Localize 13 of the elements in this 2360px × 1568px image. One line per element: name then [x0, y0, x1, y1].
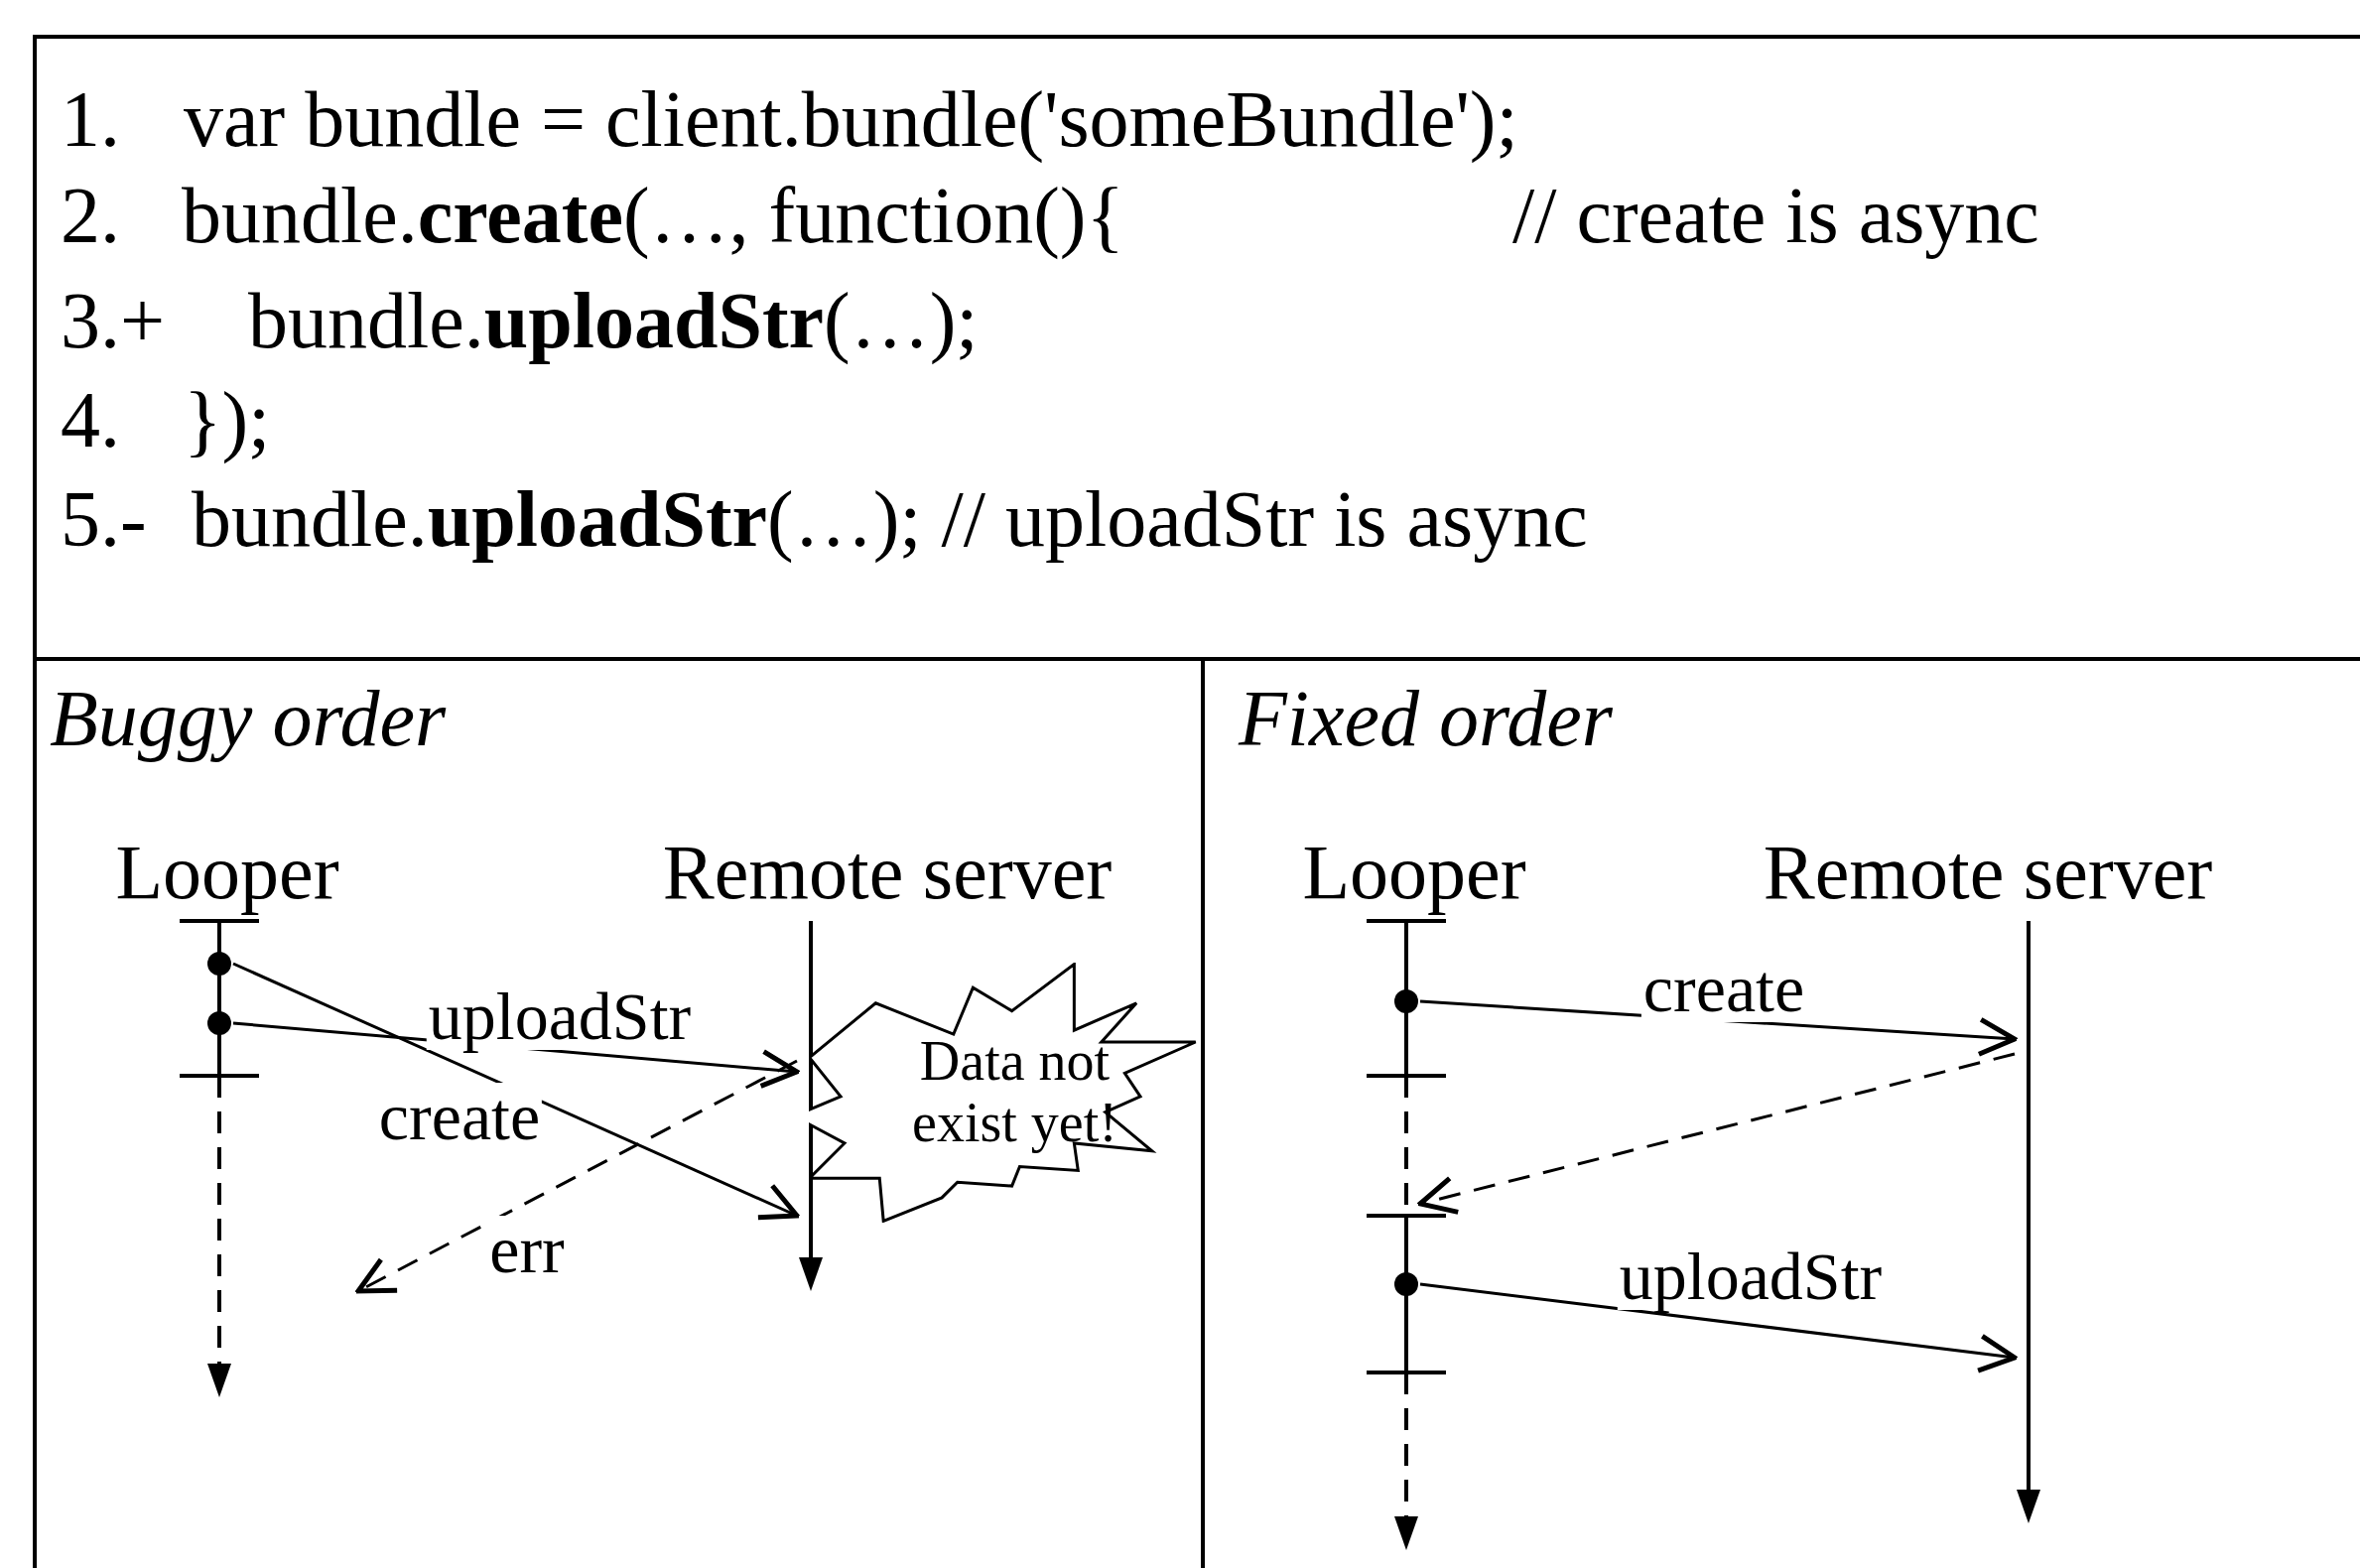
line-number: 5.- [61, 479, 147, 559]
lifeline-label: Remote server [1763, 834, 2213, 911]
message-arrow [232, 962, 800, 1221]
line-number: 1. [61, 79, 120, 159]
message-arrow [355, 1059, 798, 1294]
line-number: 3.+ [61, 281, 166, 360]
message-arrow [1417, 1052, 2016, 1215]
line-number: 4. [61, 380, 120, 459]
error-note: Data not exist yet! [911, 1031, 1118, 1154]
panel-title: Fixed order [1239, 679, 1613, 758]
message-arrow [1419, 1282, 2018, 1373]
line-number: 2. [61, 176, 120, 255]
lifeline-label: Remote server [662, 834, 1113, 911]
